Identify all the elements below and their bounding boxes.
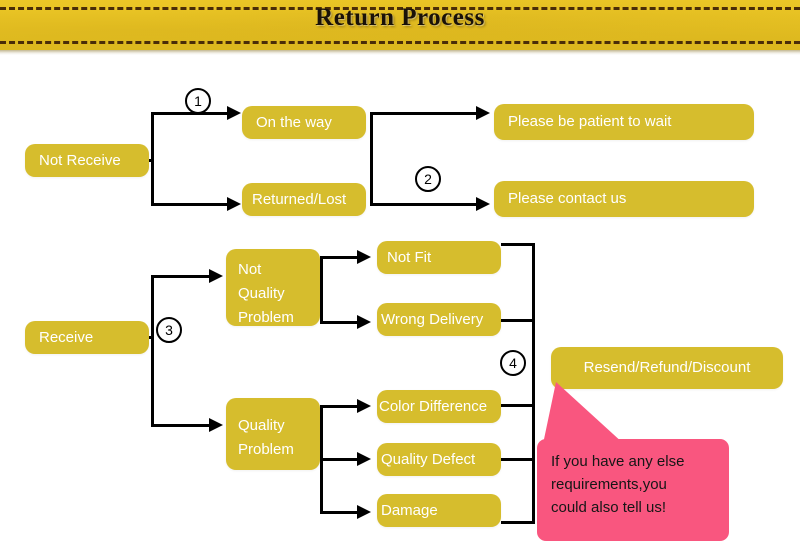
node-damage[interactable]: Damage: [377, 494, 501, 527]
connector-to-please-contact: [370, 203, 478, 206]
callout-line-2: requirements,you: [551, 475, 667, 493]
connector-to-on-the-way: [151, 112, 229, 115]
node-returned-lost[interactable]: Returned/Lost: [242, 183, 366, 216]
arrowhead-to-damage: [357, 505, 371, 519]
connector-stub-color-difference: [501, 404, 535, 407]
connector-stub-damage: [501, 521, 535, 524]
node-quality-problem[interactable]: Quality Problem: [226, 398, 320, 470]
node-color-difference[interactable]: Color Difference: [377, 390, 501, 423]
node-wrong-delivery[interactable]: Wrong Delivery: [377, 303, 501, 336]
step-marker-4: 4: [500, 350, 526, 376]
connector-to-not-fit: [320, 256, 359, 259]
connector-not-receive-outcome-fork: [370, 112, 373, 206]
connector-receive-fork: [151, 275, 154, 427]
connector-to-not-quality-problem: [151, 275, 211, 278]
node-not-fit[interactable]: Not Fit: [377, 241, 501, 274]
connector-to-color-difference: [320, 405, 359, 408]
connector-to-wrong-delivery: [320, 321, 359, 324]
banner-dashed-line-bottom: [0, 41, 800, 44]
node-receive[interactable]: Receive: [25, 321, 149, 354]
arrowhead-to-please-contact: [476, 197, 490, 211]
node-not-receive[interactable]: Not Receive: [25, 144, 149, 177]
arrowhead-to-returned-lost: [227, 197, 241, 211]
step-marker-1: 1: [185, 88, 211, 114]
node-please-contact-us[interactable]: Please contact us: [494, 181, 754, 217]
connector-to-please-wait: [370, 112, 478, 115]
banner-shadow: [0, 50, 800, 55]
connector-to-damage: [320, 511, 359, 514]
node-not-quality-problem[interactable]: Not Quality Problem: [226, 249, 320, 326]
arrowhead-to-wrong-delivery: [357, 315, 371, 329]
callout-line-3: could also tell us!: [551, 498, 667, 516]
header-banner: Return Process: [0, 0, 800, 50]
connector-stub-not-fit: [501, 243, 535, 246]
node-please-be-patient-to-wait[interactable]: Please be patient to wait: [494, 104, 754, 140]
connector-to-quality-problem: [151, 424, 211, 427]
callout-tail: [543, 382, 624, 444]
arrowhead-to-please-wait: [476, 106, 490, 120]
arrowhead-to-quality-problem: [209, 418, 223, 432]
arrowhead-to-not-quality-problem: [209, 269, 223, 283]
connector-stub-wrong-delivery: [501, 319, 535, 322]
arrowhead-to-on-the-way: [227, 106, 241, 120]
page-title: Return Process: [315, 4, 485, 31]
connector-not-quality-fork: [320, 256, 323, 324]
step-marker-2: 2: [415, 166, 441, 192]
node-on-the-way[interactable]: On the way: [242, 106, 366, 139]
connector-outcome-collector: [532, 243, 535, 524]
callout-line-1: If you have any else: [551, 453, 685, 470]
connector-to-quality-defect: [320, 458, 359, 461]
step-marker-3: 3: [156, 317, 182, 343]
banner-dashed-line-top: [0, 7, 800, 10]
node-quality-defect[interactable]: Quality Defect: [377, 443, 501, 476]
connector-not-receive-fork: [151, 112, 154, 206]
arrowhead-to-quality-defect: [357, 452, 371, 466]
arrowhead-to-not-fit: [357, 250, 371, 264]
arrowhead-to-color-difference: [357, 399, 371, 413]
callout-bubble: If you have any else requirements,you co…: [537, 439, 729, 541]
connector-stub-quality-defect: [501, 458, 535, 461]
connector-to-returned-lost: [151, 203, 229, 206]
